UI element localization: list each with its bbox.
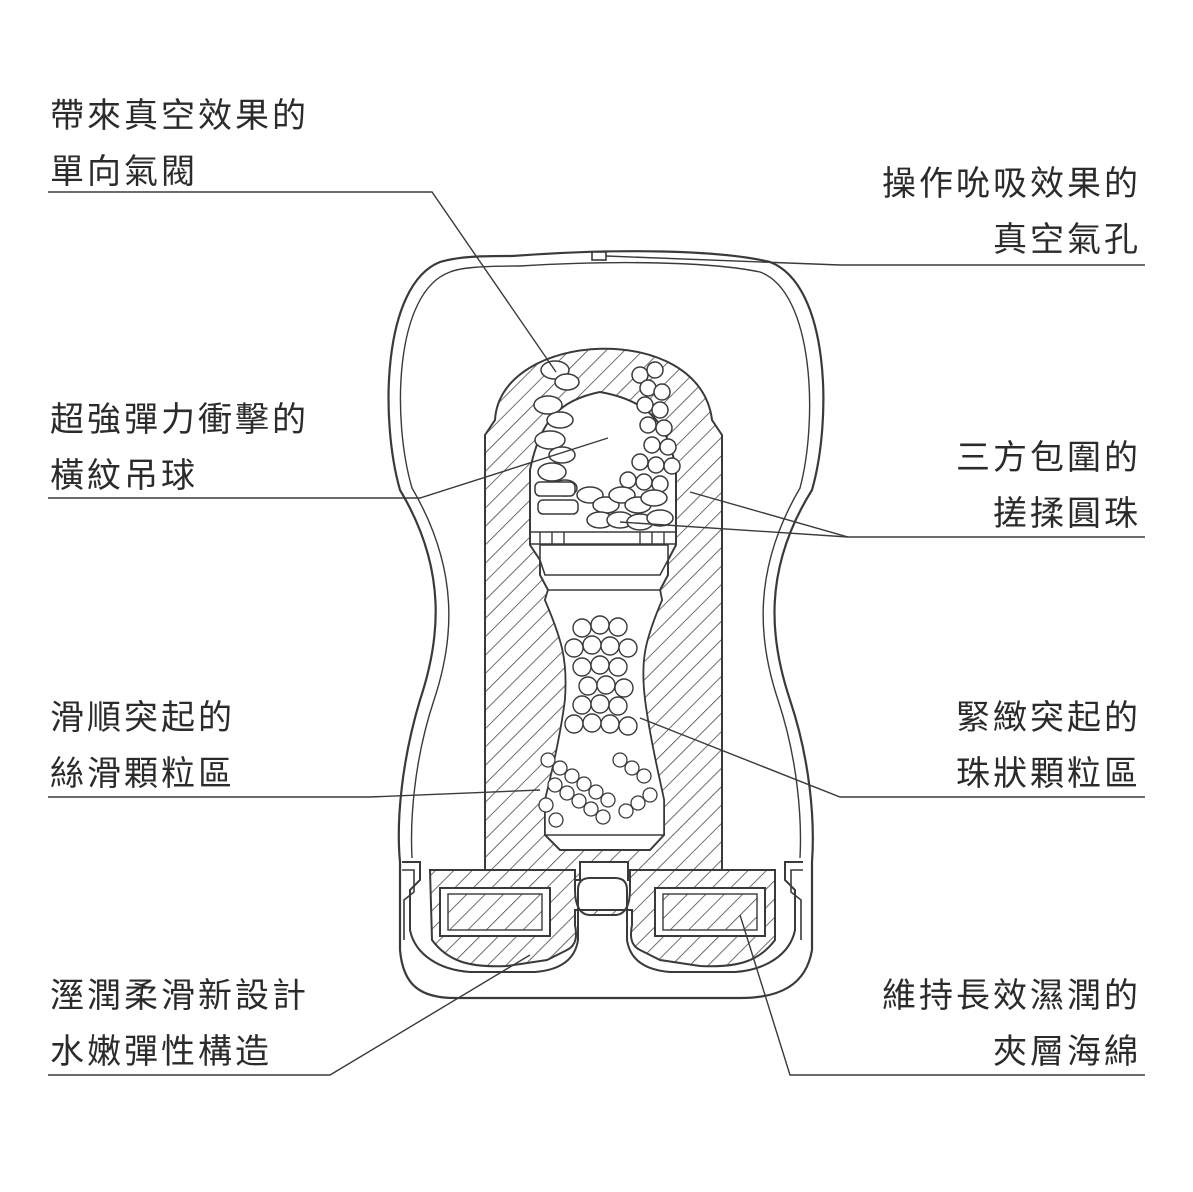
label-sponge-layer: 維持長效濕潤的 夾層海綿: [882, 968, 1141, 1080]
label-sponge-layer-line1: 維持長效濕潤的: [882, 976, 1141, 1016]
label-check-valve: 帶來真空效果的 單向氣閥: [50, 88, 309, 200]
label-silky-granules-line2: 絲滑顆粒區: [50, 754, 235, 794]
label-elastic-structure-line1: 溼潤柔滑新設計: [50, 976, 309, 1016]
leader-sponge-layer: [739, 914, 1145, 1076]
label-stripe-balls-line2: 橫紋吊球: [50, 456, 198, 496]
leader-vacuum-hole: [605, 255, 1145, 266]
leader-silky-granules: [48, 789, 541, 798]
silky-granule-area: [538, 752, 658, 828]
label-silky-granules-line1: 滑順突起的: [50, 698, 235, 738]
label-vacuum-hole-line2: 真空氣孔: [993, 220, 1141, 260]
outer-case-inner-wall: [519, 261, 811, 859]
label-stripe-balls-line1: 超強彈力衝擊的: [50, 400, 309, 440]
ribbed-band: [530, 531, 676, 545]
label-check-valve-line2: 單向氣閥: [50, 152, 198, 192]
label-kneading-beads: 三方包圍的 搓揉圓珠: [956, 430, 1141, 542]
kneading-bead-cluster-right: [619, 361, 681, 493]
label-sponge-layer-line2: 夾層海綿: [993, 1032, 1141, 1072]
label-check-valve-line1: 帶來真空效果的: [50, 96, 309, 136]
label-vacuum-hole: 操作吮吸效果的 真空氣孔: [882, 156, 1141, 268]
label-bead-granules-line2: 珠狀顆粒區: [956, 754, 1141, 794]
leader-stripe-balls: [48, 437, 609, 499]
kneading-beads-row: [534, 481, 674, 531]
label-silky-granules: 滑順突起的 絲滑顆粒區: [50, 690, 235, 802]
base-shell: [402, 861, 803, 973]
vacuum-hole: [591, 251, 607, 261]
inner-channel: [539, 544, 669, 576]
label-stripe-balls: 超強彈力衝擊的 橫紋吊球: [50, 392, 309, 504]
label-elastic-structure-line2: 水嫩彈性構造: [50, 1032, 272, 1072]
label-vacuum-hole-line1: 操作吮吸效果的: [882, 164, 1141, 204]
label-bead-granules-line1: 緊緻突起的: [956, 698, 1141, 738]
outer-case: [387, 250, 825, 1000]
leader-bead-granules: [639, 717, 1145, 798]
leader-elastic-structure: [48, 954, 531, 1076]
label-bead-granules: 緊緻突起的 珠狀顆粒區: [956, 690, 1141, 802]
label-kneading-beads-line1: 三方包圍的: [956, 438, 1141, 478]
label-elastic-structure: 溼潤柔滑新設計 水嫩彈性構造: [50, 968, 309, 1080]
bead-granule-area: [564, 615, 638, 736]
leader-lines: [48, 191, 1145, 1076]
leader-check-valve: [48, 191, 557, 373]
label-kneading-beads-line2: 搓揉圓珠: [993, 494, 1141, 534]
